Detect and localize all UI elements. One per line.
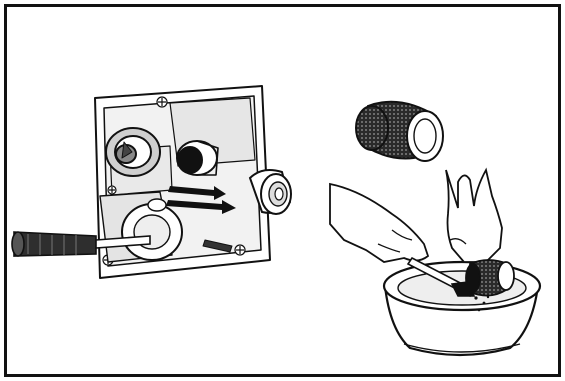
hand-right-icon bbox=[445, 167, 503, 263]
water-bowl-icon bbox=[382, 260, 542, 357]
screwdriver-icon bbox=[11, 231, 151, 257]
filter-housing-icon bbox=[94, 85, 271, 279]
impeller-icon bbox=[105, 127, 161, 177]
water-drop-icon bbox=[474, 295, 490, 312]
filter-mesh-icon bbox=[355, 100, 444, 162]
held-filter-icon bbox=[465, 259, 515, 297]
cleaning-brush-icon bbox=[406, 256, 476, 298]
filter-cylinder-slot bbox=[176, 140, 219, 176]
removal-arrow-icon bbox=[166, 186, 236, 214]
end-cap-icon bbox=[248, 169, 292, 215]
hand-left-icon bbox=[329, 182, 430, 263]
